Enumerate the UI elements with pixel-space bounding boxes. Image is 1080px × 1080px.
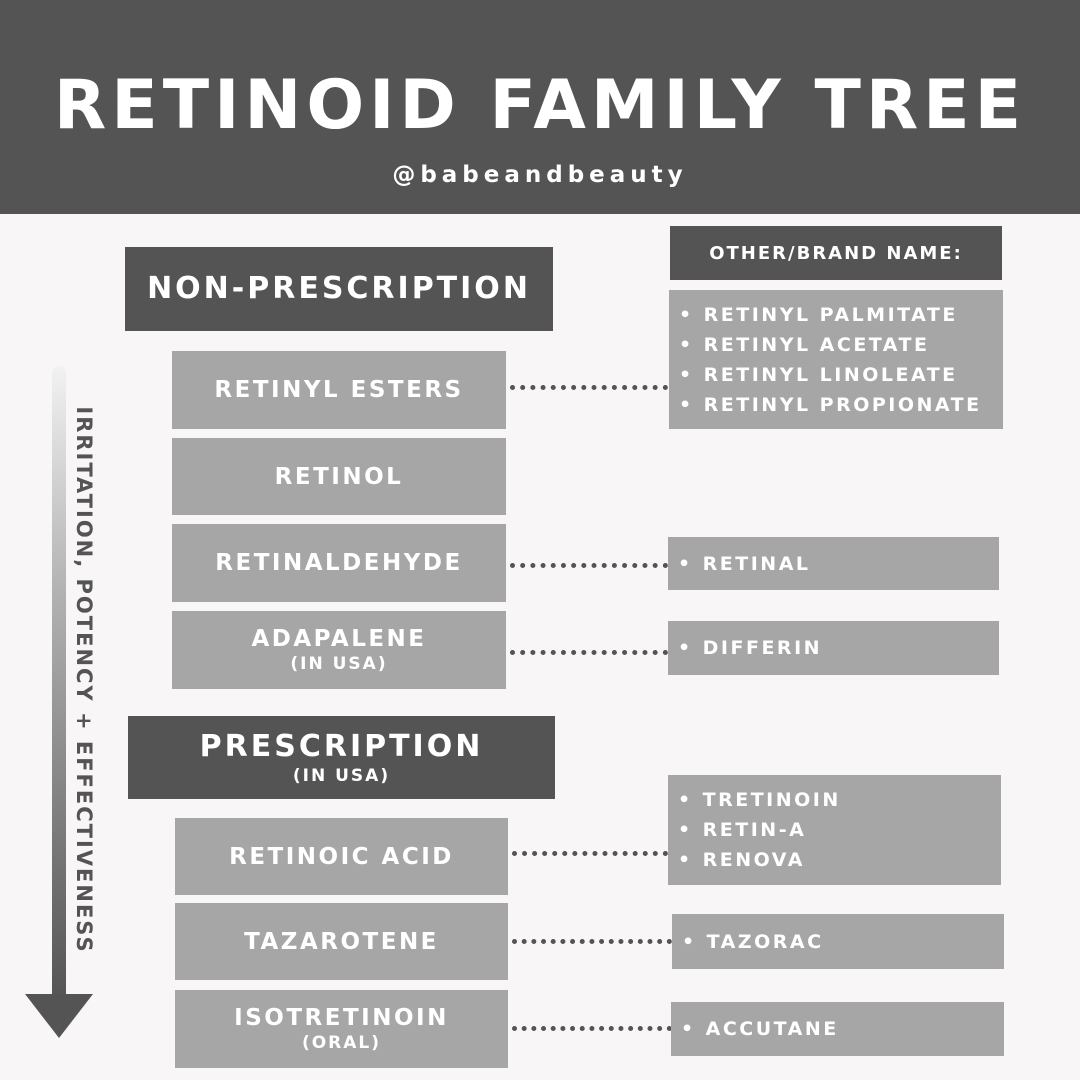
brand-item: TRETINOIN — [678, 785, 1001, 815]
brand-list: DIFFERIN — [678, 633, 999, 663]
connector-tazarotene — [512, 939, 672, 944]
brand-item: RETINYL PALMITATE — [679, 300, 1003, 330]
brand-item: RETINYL LINOLEATE — [679, 360, 1003, 390]
arrow-down-icon — [25, 994, 93, 1038]
retinoid-note: (ORAL) — [301, 1033, 382, 1053]
connector-isotretinoin — [512, 1026, 672, 1031]
retinoid-name: TAZAROTENE — [244, 928, 439, 955]
brand-list: RETINAL — [678, 549, 999, 579]
retinoid-tazarotene: TAZAROTENE — [175, 903, 508, 980]
retinoid-retinoic-acid: RETINOIC ACID — [175, 818, 508, 895]
retinoid-retinol: RETINOL — [172, 438, 506, 515]
connector-retinoic-acid — [512, 851, 668, 856]
connector-retinyl-esters — [510, 385, 668, 390]
retinoid-retinaldehyde: RETINALDEHYDE — [172, 524, 506, 602]
axis-label: IRRITATION, POTENCY + EFFECTIVENESS — [72, 406, 96, 954]
retinoid-isotretinoin: ISOTRETINOIN (ORAL) — [175, 990, 508, 1068]
brand-list: TAZORAC — [682, 927, 1004, 957]
page-title: RETINOID FAMILY TREE — [53, 66, 1027, 145]
brand-list: RETINYL PALMITATE RETINYL ACETATE RETINY… — [679, 300, 1003, 420]
prescription-label: PRESCRIPTION — [199, 728, 484, 764]
brand-item: RETINAL — [678, 549, 999, 579]
brand-item: TAZORAC — [682, 927, 1004, 957]
social-handle: @babeandbeauty — [392, 162, 688, 188]
brand-list: ACCUTANE — [681, 1014, 1004, 1044]
non-prescription-header: NON-PRESCRIPTION — [125, 247, 553, 331]
retinoid-retinyl-esters: RETINYL ESTERS — [172, 351, 506, 429]
brands-retinoic-acid: TRETINOIN RETIN-A RENOVA — [668, 775, 1001, 885]
brand-item: RETINYL ACETATE — [679, 330, 1003, 360]
header-banner: RETINOID FAMILY TREE @babeandbeauty — [0, 0, 1080, 214]
connector-retinaldehyde — [510, 563, 668, 568]
prescription-note: (IN USA) — [292, 765, 391, 786]
brand-item: DIFFERIN — [678, 633, 999, 663]
retinoid-name: ADAPALENE — [251, 626, 427, 652]
brands-tazarotene: TAZORAC — [672, 914, 1004, 969]
retinoid-name: ISOTRETINOIN — [234, 1005, 449, 1031]
brand-item: ACCUTANE — [681, 1014, 1004, 1044]
brand-item: RETINYL PROPIONATE — [679, 390, 1003, 420]
retinoid-name: RETINALDEHYDE — [215, 550, 463, 576]
brand-name-header: OTHER/BRAND NAME: — [670, 226, 1002, 280]
brands-isotretinoin: ACCUTANE — [671, 1002, 1004, 1056]
retinoid-note: (IN USA) — [290, 654, 388, 674]
brand-item: RENOVA — [678, 845, 1001, 875]
brand-list: TRETINOIN RETIN-A RENOVA — [678, 785, 1001, 875]
non-prescription-label: NON-PRESCRIPTION — [147, 271, 531, 306]
brands-adapalene: DIFFERIN — [668, 621, 999, 675]
brand-item: RETIN-A — [678, 815, 1001, 845]
brands-retinyl-esters: RETINYL PALMITATE RETINYL ACETATE RETINY… — [669, 290, 1003, 429]
retinoid-name: RETINOIC ACID — [229, 843, 454, 870]
arrow-shaft — [52, 366, 66, 1000]
brands-retinaldehyde: RETINAL — [668, 537, 999, 590]
retinoid-name: RETINYL ESTERS — [214, 377, 464, 403]
retinoid-adapalene: ADAPALENE (IN USA) — [172, 611, 506, 689]
connector-adapalene — [510, 650, 668, 655]
prescription-header: PRESCRIPTION (IN USA) — [128, 716, 555, 799]
retinoid-name: RETINOL — [274, 463, 404, 490]
